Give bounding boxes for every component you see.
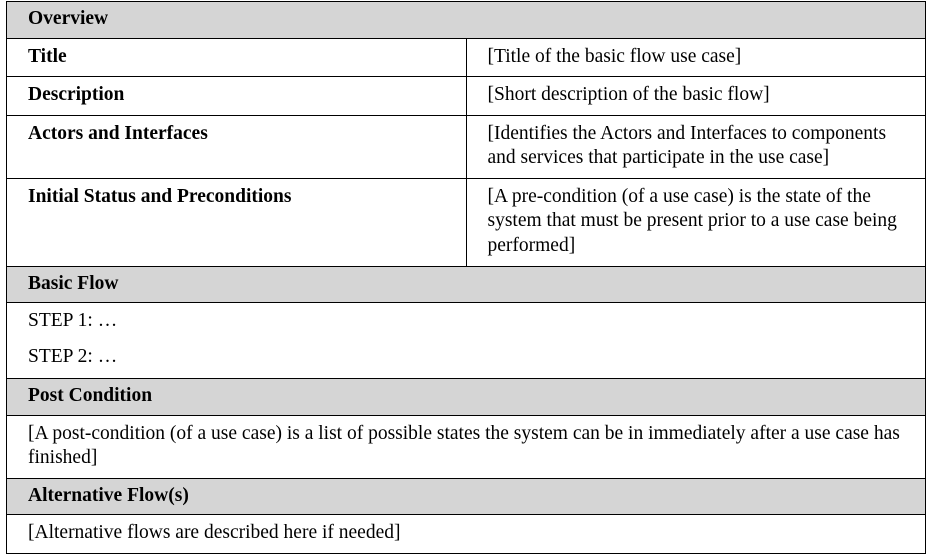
row-label-description: Description xyxy=(6,76,467,116)
table-row-initial-status-and-preconditions: Initial Status and Preconditions [A pre-… xyxy=(6,177,926,267)
section-header-overview: Overview xyxy=(6,1,926,39)
row-value-initial-status-and-preconditions: [A pre-condition (of a use case) is the … xyxy=(465,177,926,267)
section-header-post-condition: Post Condition xyxy=(6,378,926,416)
row-label-initial-status-and-preconditions: Initial Status and Preconditions xyxy=(6,177,467,267)
section-heading-post-condition: Post Condition xyxy=(6,378,926,416)
table-row-actors-and-interfaces: Actors and Interfaces [Identifies the Ac… xyxy=(6,114,926,179)
basic-flow-steps-cell: STEP 1: … STEP 2: … xyxy=(6,302,926,380)
row-value-actors-and-interfaces: [Identifies the Actors and Interfaces to… xyxy=(465,114,926,179)
basic-flow-step-2: STEP 2: … xyxy=(28,345,118,367)
basic-flow-step-1: STEP 1: … xyxy=(28,310,118,332)
table-row-description: Description [Short description of the ba… xyxy=(6,76,926,116)
row-value-description: [Short description of the basic flow] xyxy=(465,76,926,116)
row-value-title: [Title of the basic flow use case] xyxy=(465,37,926,78)
table-row-post-condition-body: [A post-condition (of a use case) is a l… xyxy=(6,414,926,479)
section-heading-overview: Overview xyxy=(6,1,926,39)
use-case-table: Overview Title [Title of the basic flow … xyxy=(6,1,926,554)
table-row-title: Title [Title of the basic flow use case] xyxy=(6,37,926,78)
section-header-alternative-flows: Alternative Flow(s) xyxy=(6,477,926,516)
alternative-flows-text: [Alternative flows are described here if… xyxy=(28,522,401,544)
alternative-flows-body-cell: [Alternative flows are described here if… xyxy=(6,514,926,554)
post-condition-text: [A post-condition (of a use case) is a l… xyxy=(28,422,900,469)
post-condition-body-cell: [A post-condition (of a use case) is a l… xyxy=(6,414,926,479)
section-heading-basic-flow: Basic Flow xyxy=(6,265,926,304)
section-header-basic-flow: Basic Flow xyxy=(6,265,926,304)
table-row-basic-flow-steps: STEP 1: … STEP 2: … xyxy=(6,302,926,380)
section-heading-alternative-flows: Alternative Flow(s) xyxy=(6,477,926,516)
table-row-alternative-flows-body: [Alternative flows are described here if… xyxy=(6,514,926,554)
use-case-document: Overview Title [Title of the basic flow … xyxy=(6,1,926,554)
row-label-actors-and-interfaces: Actors and Interfaces xyxy=(6,114,467,179)
row-label-title: Title xyxy=(6,37,467,78)
